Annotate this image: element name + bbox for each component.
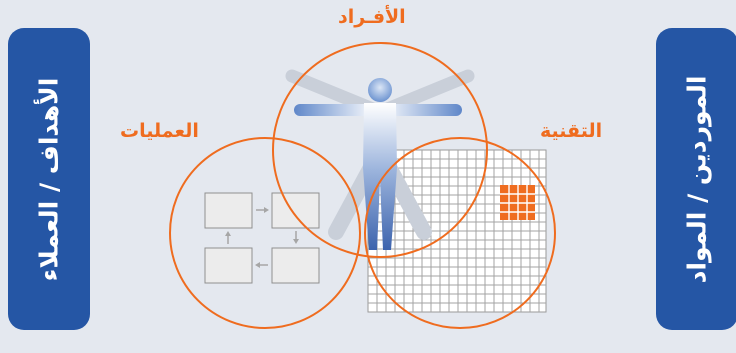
technology-label: التقنية [540,120,603,142]
processes-circle [169,137,361,329]
technology-circle [364,137,556,329]
people-circle [272,42,488,258]
suppliers-materials-panel: الموردين / المواد [656,28,736,330]
goals-customers-panel: الأهداف / العملاء [8,28,90,330]
processes-label: العمليات [120,120,199,142]
people-label: الأفـراد [338,6,406,28]
process-flow-icon [204,192,320,284]
orange-block-icon [500,185,535,220]
person-figure-icon [285,69,475,250]
